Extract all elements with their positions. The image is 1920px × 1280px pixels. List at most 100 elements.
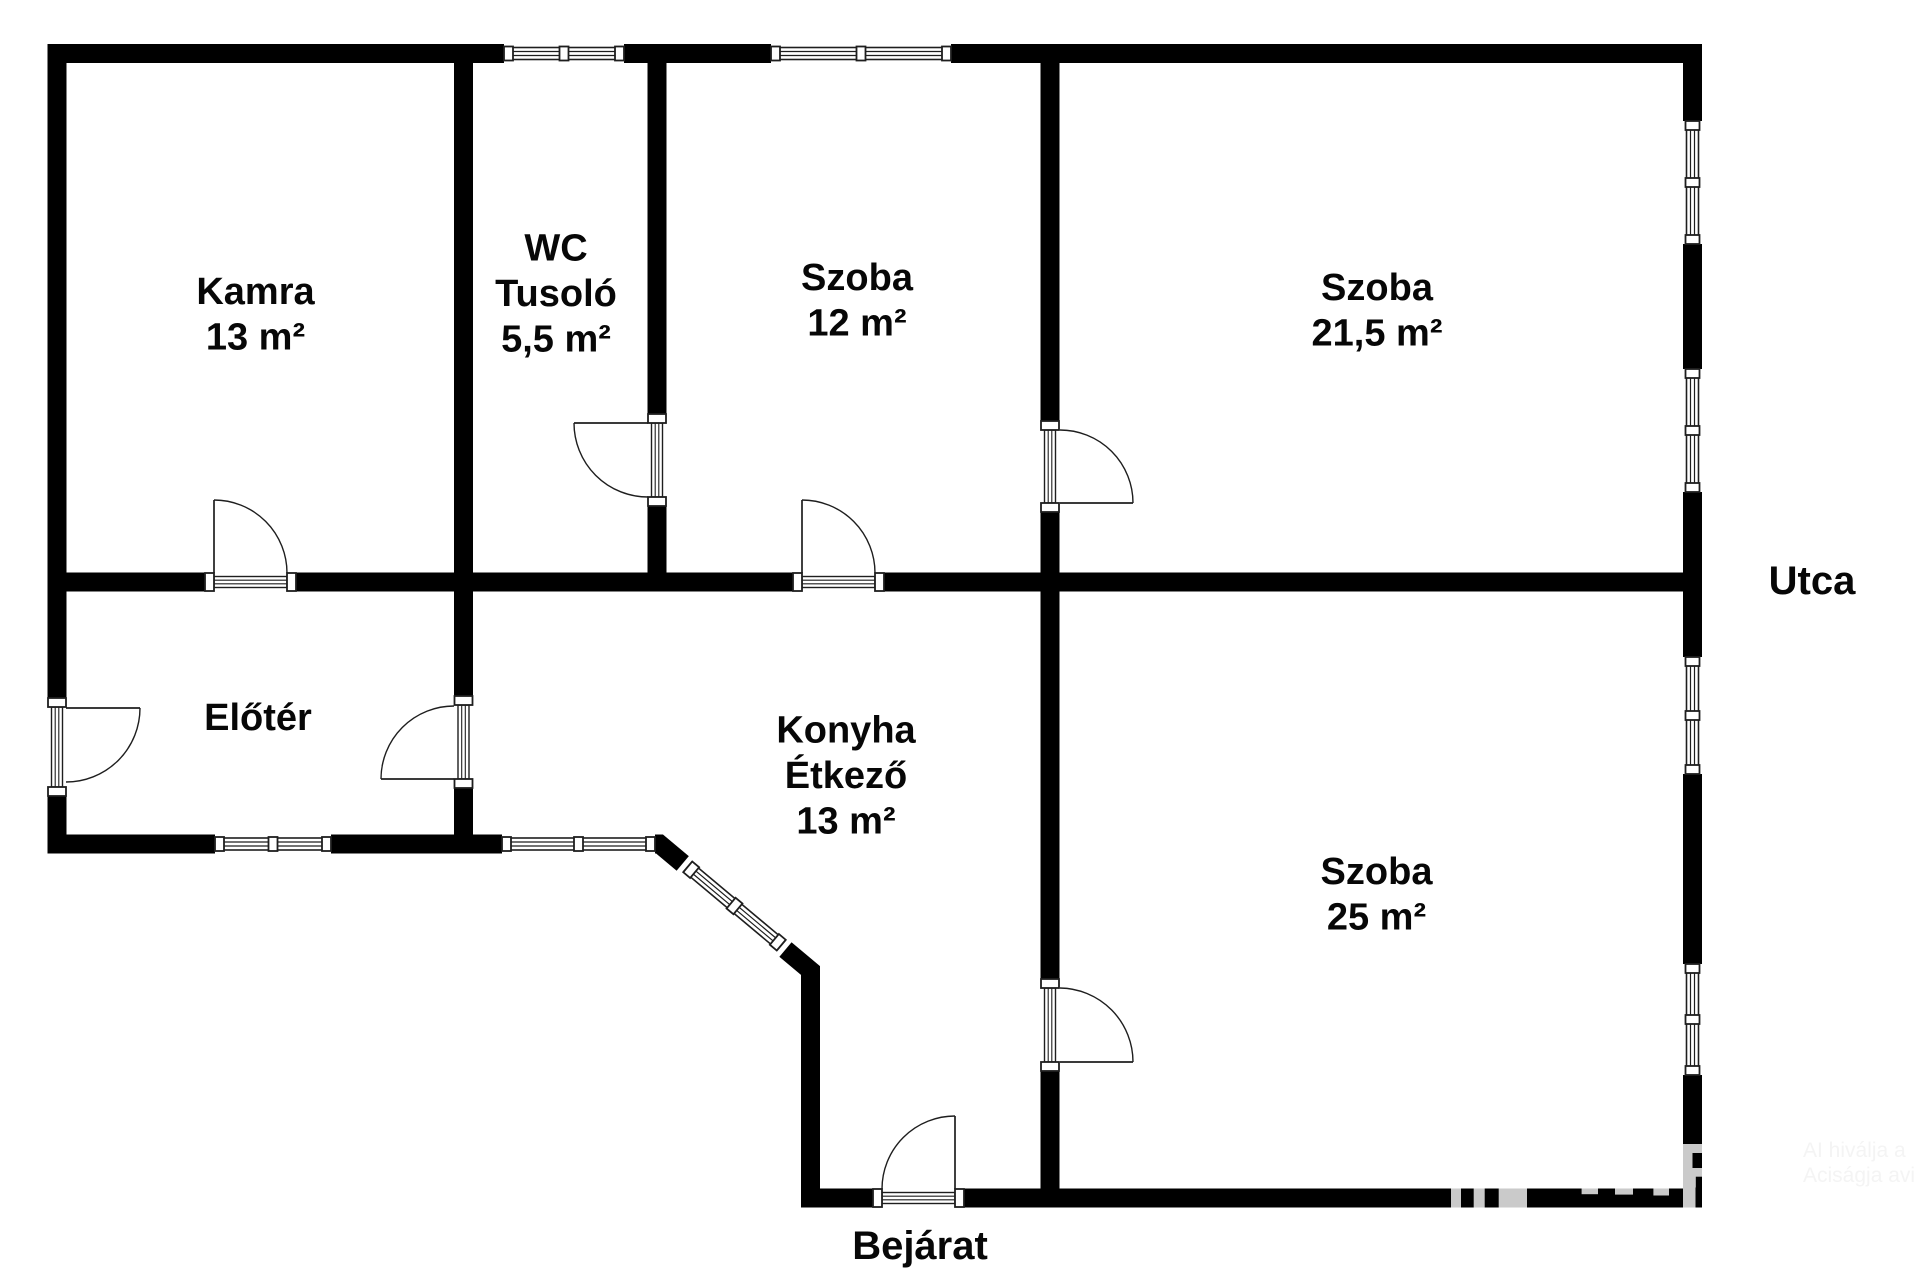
- window-konyha-window: [501, 836, 656, 852]
- outside-label-utca: Utca: [1769, 559, 1856, 603]
- door-jamb: [204, 572, 215, 592]
- door-swing-arc: [881, 1115, 956, 1190]
- window-konyha-diagonal-window: [681, 860, 788, 952]
- opening-eloter-konyha-door: [452, 696, 475, 788]
- window-end-post: [321, 836, 332, 852]
- window-mullion: [1684, 710, 1701, 721]
- window-end-post: [681, 860, 701, 880]
- door-jamb: [872, 1188, 883, 1208]
- window-mullion: [558, 45, 570, 62]
- window-mullion: [1684, 177, 1701, 188]
- window-end-post: [941, 45, 952, 62]
- door-swing-arc: [213, 499, 288, 574]
- window-end-post: [770, 45, 781, 62]
- door-symbols-layer: [47, 413, 1134, 1208]
- door-szoba25-door: [1040, 978, 1134, 1072]
- door-szoba21-door: [1040, 420, 1134, 513]
- opening-szoba21-door: [1039, 421, 1061, 512]
- window-szoba21-window-1: [1684, 120, 1701, 245]
- room-label-wc-tusolo-line3: 5,5 m²: [501, 319, 611, 361]
- window-end-post: [1684, 234, 1701, 245]
- door-jamb: [792, 572, 803, 592]
- room-label-wc-tusolo-line2: Tusoló: [495, 273, 617, 315]
- window-szoba12-window: [770, 45, 952, 62]
- window-eloter-window: [214, 836, 332, 852]
- watermark-fragment: [1615, 1188, 1633, 1195]
- outside-label-bejarat: Bejárat: [852, 1224, 988, 1268]
- opening-kamra-door: [205, 571, 296, 593]
- door-jamb: [453, 695, 474, 706]
- watermark-fragment: [1451, 1188, 1461, 1208]
- door-swing-arc: [1059, 429, 1134, 504]
- door-jamb: [47, 697, 67, 708]
- door-eloter-konyha-door: [380, 695, 474, 789]
- door-jamb: [453, 778, 474, 789]
- window-symbols-layer: [214, 45, 1701, 1076]
- door-jamb: [1040, 1061, 1060, 1072]
- window-end-post: [1684, 482, 1701, 493]
- window-end-post: [501, 836, 512, 852]
- window-end-post: [614, 45, 625, 62]
- door-jamb: [1040, 420, 1060, 431]
- window-mullion: [855, 45, 867, 62]
- room-label-szoba-21-5-line2: 21,5 m²: [1312, 313, 1443, 355]
- room-label-szoba-25-line2: 25 m²: [1327, 897, 1426, 939]
- opening-wc-door: [646, 414, 668, 506]
- room-label-konyha-etkezo-line1: Konyha: [776, 710, 916, 752]
- room-label-wc-tusolo-line1: WC: [524, 228, 587, 270]
- watermark-fragment: [1581, 1188, 1598, 1195]
- room-label-szoba-12-line2: 12 m²: [807, 303, 906, 345]
- door-swing-arc: [573, 422, 649, 498]
- window-mullion: [725, 896, 744, 916]
- door-jamb: [954, 1188, 965, 1208]
- window-mullion: [1684, 1014, 1701, 1025]
- window-end-post: [645, 836, 656, 852]
- window-szoba25-window-1: [1684, 656, 1701, 775]
- room-label-kamra-line2: 13 m²: [206, 317, 305, 359]
- door-jamb: [1040, 978, 1060, 989]
- window-mullion: [1684, 425, 1701, 436]
- window-szoba21-window-2: [1684, 368, 1701, 493]
- opening-front-door: [46, 698, 68, 796]
- room-label-eloter: Előtér: [204, 697, 312, 739]
- window-wc-window: [503, 45, 625, 62]
- window-end-post: [1684, 963, 1701, 974]
- room-label-szoba-21-5-line1: Szoba: [1321, 267, 1434, 309]
- door-swing-arc: [1059, 987, 1134, 1063]
- door-jamb: [1040, 502, 1060, 513]
- room-label-kamra-line1: Kamra: [196, 271, 315, 313]
- door-bejarat-door: [872, 1115, 965, 1208]
- watermark-hole: [1692, 1153, 1702, 1168]
- opening-bejarat-door: [873, 1187, 964, 1209]
- opening-szoba12-door: [793, 571, 884, 593]
- watermark-fragment: [1653, 1188, 1669, 1196]
- door-swing-arc: [801, 499, 876, 574]
- room-label-konyha-etkezo-line3: 13 m²: [796, 801, 895, 843]
- door-jamb: [647, 413, 667, 424]
- watermark-hole: [1695, 1176, 1702, 1188]
- door-jamb: [647, 496, 667, 507]
- window-end-post: [1684, 656, 1701, 667]
- opening-szoba25-door: [1039, 979, 1061, 1071]
- door-front-door: [47, 697, 141, 797]
- door-szoba12-door: [792, 499, 885, 592]
- room-label-szoba-12-line1: Szoba: [801, 257, 914, 299]
- window-end-post: [503, 45, 514, 62]
- door-jamb: [874, 572, 885, 592]
- room-label-konyha-etkezo-line2: Étkező: [785, 753, 907, 797]
- watermark-fragment: [1498, 1188, 1527, 1208]
- door-kamra-door: [204, 499, 297, 592]
- room-label-eloter-line1: Előtér: [204, 697, 312, 739]
- door-jamb: [47, 786, 67, 797]
- door-wc-door: [573, 413, 667, 507]
- window-end-post: [1684, 368, 1701, 379]
- room-label-szoba-25-line1: Szoba: [1321, 851, 1434, 893]
